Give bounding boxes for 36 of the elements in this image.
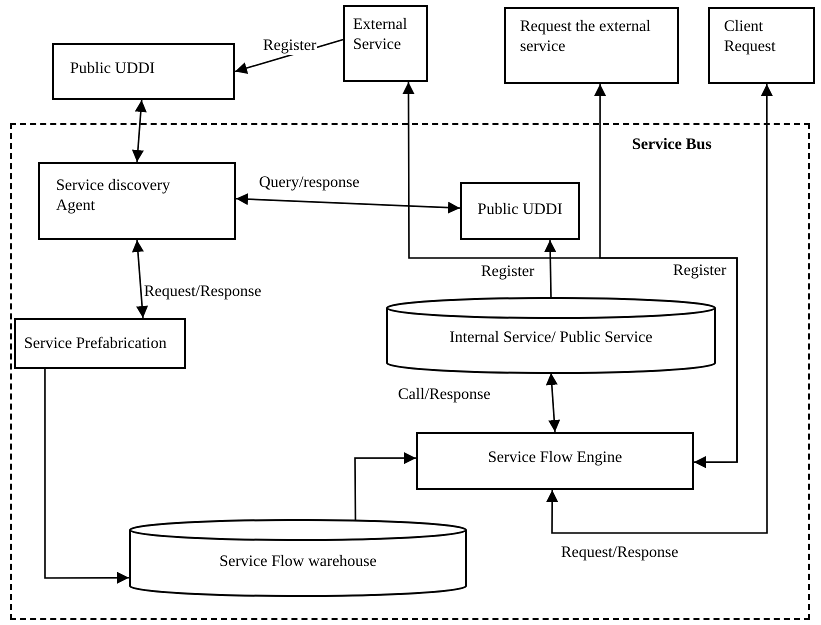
agent-box bbox=[38, 162, 236, 240]
service-bus-container bbox=[10, 123, 810, 620]
edge-label: Request/Response bbox=[560, 544, 680, 562]
arrow bbox=[546, 84, 773, 534]
registry-box bbox=[460, 182, 580, 240]
arrow bbox=[44, 369, 129, 584]
node-label: Public UDDI bbox=[70, 59, 156, 79]
node-label: Request the external service bbox=[520, 17, 652, 57]
node-label: External Service bbox=[353, 15, 408, 55]
arrow bbox=[594, 84, 738, 468]
arrow bbox=[132, 240, 148, 318]
edge-label: Call/Response bbox=[397, 386, 492, 404]
registry-box bbox=[52, 43, 235, 100]
node-label: Public UDDI bbox=[476, 200, 564, 220]
arrow bbox=[236, 193, 460, 214]
arrow bbox=[546, 372, 560, 432]
node-label: Service discovery Agent bbox=[56, 176, 172, 216]
node-label: Service Flow Engine bbox=[486, 448, 624, 468]
engine-box bbox=[416, 432, 694, 490]
container-title: Service Bus bbox=[632, 135, 713, 155]
edge-label: Request/Response bbox=[143, 283, 262, 301]
edge-label: Register bbox=[672, 262, 728, 280]
node-label: Service Flow warehouse bbox=[218, 552, 378, 572]
node-label: Internal Service/ Public Service bbox=[448, 328, 654, 348]
service-box bbox=[343, 5, 428, 82]
arrow bbox=[544, 240, 556, 298]
arrow bbox=[354, 452, 416, 521]
node-label: Service Prefabrication bbox=[24, 334, 168, 354]
client-box bbox=[708, 7, 815, 84]
arrow bbox=[132, 100, 147, 162]
edge-label: Query/response bbox=[258, 174, 360, 192]
node-label: Client Request bbox=[724, 17, 777, 57]
edge-label: Register bbox=[480, 263, 536, 281]
edge-label: Register bbox=[262, 37, 318, 55]
process-box bbox=[14, 318, 186, 369]
request-box bbox=[504, 7, 679, 84]
